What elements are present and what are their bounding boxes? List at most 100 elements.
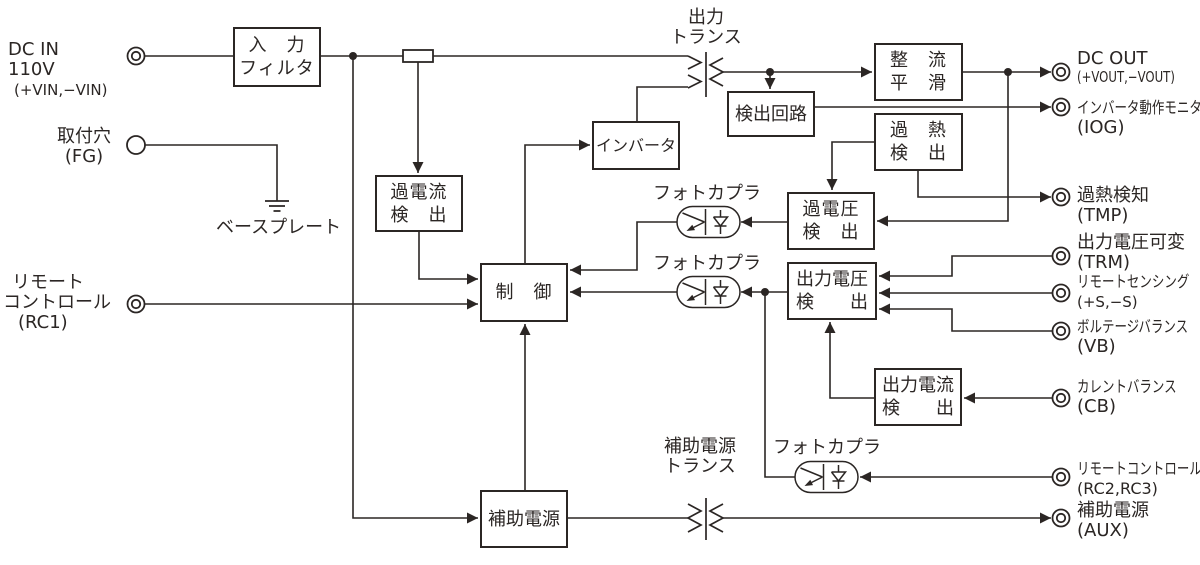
wire-fg-to-baseplate xyxy=(145,144,278,201)
terminal-label-trm-line2: (TRM) xyxy=(1077,252,1131,273)
terminal-label-rc1-line1: リモート xyxy=(12,272,84,293)
terminal-label-remote-sensing-line1: リモートセンシング xyxy=(1077,272,1190,291)
terminal-trm-connector xyxy=(1051,246,1071,266)
block-overheat-detect-line2: 検 出 xyxy=(890,143,947,164)
output-transformer-label-line1: 出力 xyxy=(688,7,724,28)
terminal-aux-connector xyxy=(1051,508,1071,528)
terminal-label-vb-line2: (VB) xyxy=(1077,336,1116,357)
block-overcurrent-detect-line2: 検 出 xyxy=(390,204,448,226)
terminal-label-rc23: リモートコントロール (RC2,RC3) xyxy=(1077,459,1200,499)
terminal-label-rc1-line2: コントロール xyxy=(3,292,111,313)
terminal-tmp-connector xyxy=(1051,187,1071,207)
photocoupler-mid-label: フォトカプラ xyxy=(653,253,761,274)
terminal-label-rc23-line2: (RC2,RC3) xyxy=(1077,479,1158,498)
aux-transformer-symbol xyxy=(686,498,725,540)
block-output-voltage-detect-line2: 検 出 xyxy=(796,292,868,313)
wire-photocoupler-bottom-to-node xyxy=(764,292,795,478)
terminal-label-dc-in: DC IN 110V (+VIN,−VIN) xyxy=(8,40,107,100)
block-aux-power: 補助電源 xyxy=(480,490,568,548)
terminal-iog-connector xyxy=(1051,97,1071,117)
terminal-label-fg-line1: 取付穴 xyxy=(57,126,111,147)
block-overvoltage-detect: 過電圧 検 出 xyxy=(787,192,875,250)
terminal-label-dc-in-line1: DC IN xyxy=(8,39,59,60)
block-output-current-detect-line1: 出力電流 xyxy=(882,375,954,396)
block-output-current-detect: 出力電流 検 出 xyxy=(874,368,962,426)
wire-overheat-to-tmp xyxy=(917,171,1051,203)
terminal-label-vb: ボルテージバランス (VB) xyxy=(1077,317,1200,357)
block-input-filter: 入 力 フィルタ xyxy=(233,27,321,87)
terminal-label-dc-out: DC OUT (+VOUT,−VOUT) xyxy=(1077,48,1200,87)
terminal-label-tmp-line1: 過熱検知 xyxy=(1077,185,1149,206)
terminal-dc-in-connector xyxy=(126,46,146,66)
terminal-label-aux: 補助電源 (AUX) xyxy=(1077,501,1149,541)
terminal-label-remote-sensing-line2: (+S,−S) xyxy=(1077,293,1138,311)
photocoupler-top-symbol xyxy=(676,205,741,239)
block-detect-circuit-line1: 検出回路 xyxy=(735,103,807,125)
block-overheat-detect-line1: 過 熱 xyxy=(890,120,947,141)
terminal-rc1-connector xyxy=(126,294,146,314)
block-detect-circuit: 検出回路 xyxy=(727,91,815,137)
output-transformer-label-line2: トランス xyxy=(670,27,742,48)
terminal-label-vb-line1: ボルテージバランス xyxy=(1077,317,1189,336)
wire-inverter-to-transformer xyxy=(636,86,688,121)
photocoupler-bottom-label: フォトカプラ xyxy=(773,437,881,458)
output-transformer-symbol xyxy=(687,52,725,97)
baseplate-label: ベースプレート xyxy=(216,217,342,238)
block-inverter-line1: インバータ xyxy=(595,136,676,155)
terminal-fg-connector xyxy=(126,135,146,155)
terminal-label-aux-line2: (AUX) xyxy=(1077,520,1129,541)
terminal-rc23-connector xyxy=(1051,467,1071,487)
photocoupler-mid-symbol xyxy=(676,275,741,309)
wire-trm-to-output-voltage xyxy=(879,255,1052,282)
terminal-label-fg-line2: (FG) xyxy=(64,146,104,167)
earth-ground-symbol xyxy=(265,200,289,212)
wire-overheat-to-overvoltage xyxy=(826,141,874,190)
terminal-label-rc1-line3: (RC1) xyxy=(18,312,68,333)
block-overcurrent-detect-line1: 過電流 xyxy=(390,181,448,203)
block-aux-power-line1: 補助電源 xyxy=(488,508,560,530)
terminal-label-cb: カレントバランス (CB) xyxy=(1077,377,1200,417)
wire-vb-to-output-voltage xyxy=(879,303,1052,332)
sense-resistor-symbol xyxy=(402,49,434,63)
wire-photocoupler-top-to-control xyxy=(570,221,677,276)
block-inverter: インバータ xyxy=(592,121,680,170)
block-overcurrent-detect: 過電流 検 出 xyxy=(375,175,463,232)
terminal-label-remote-sensing: リモートセンシング (+S,−S) xyxy=(1077,272,1200,312)
terminal-label-cb-line1: カレントバランス xyxy=(1077,377,1177,396)
wire-dcnode-to-overvoltage xyxy=(877,72,1009,227)
terminal-cb-connector xyxy=(1051,388,1071,408)
terminal-label-iog-line2: (IOG) xyxy=(1077,117,1125,138)
block-control: 制 御 xyxy=(480,263,568,322)
terminal-label-iog-line1: インバータ動作モニタ xyxy=(1077,98,1200,117)
terminal-connectors xyxy=(126,46,1071,528)
terminal-label-fg: 取付穴 (FG) xyxy=(50,127,118,167)
photocoupler-top-label: フォトカプラ xyxy=(653,183,761,204)
block-output-voltage-detect: 出力電圧 検 出 xyxy=(787,262,877,320)
block-overheat-detect: 過 熱 検 出 xyxy=(874,113,963,171)
output-transformer-label: 出力 トランス xyxy=(660,8,752,48)
terminal-label-trm: 出力電圧可変 (TRM) xyxy=(1077,233,1185,273)
block-overvoltage-detect-line1: 過電圧 xyxy=(802,199,860,220)
terminal-sensing-connector xyxy=(1051,283,1071,303)
wire-input-bus-to-auxpower xyxy=(352,56,478,524)
terminal-vb-connector xyxy=(1051,321,1071,341)
aux-transformer-label-line2: トランス xyxy=(664,456,736,477)
terminal-dc-out-connector xyxy=(1051,62,1071,82)
terminal-label-iog: インバータ動作モニタ (IOG) xyxy=(1077,98,1200,138)
terminal-label-dc-out-line1: DC OUT xyxy=(1077,48,1148,69)
terminal-label-tmp: 過熱検知 (TMP) xyxy=(1077,186,1149,226)
terminal-label-dc-out-line2: (+VOUT,−VOUT) xyxy=(1077,68,1175,86)
terminal-label-tmp-line2: (TMP) xyxy=(1077,205,1129,226)
terminal-label-rc23-line1: リモートコントロール xyxy=(1077,459,1200,478)
junction-dots xyxy=(349,52,1012,296)
block-rectify-smooth-line1: 整 流 xyxy=(890,50,947,71)
terminal-label-trm-line1: 出力電圧可変 xyxy=(1077,232,1185,253)
aux-transformer-label: 補助電源 トランス xyxy=(650,437,750,477)
block-overvoltage-detect-line2: 検 出 xyxy=(802,222,860,243)
block-control-line1: 制 御 xyxy=(495,282,553,303)
block-rectify-smooth: 整 流 平 滑 xyxy=(874,43,963,101)
terminal-label-dc-in-line2: 110V xyxy=(8,59,55,80)
block-output-voltage-detect-line1: 出力電圧 xyxy=(796,269,868,290)
